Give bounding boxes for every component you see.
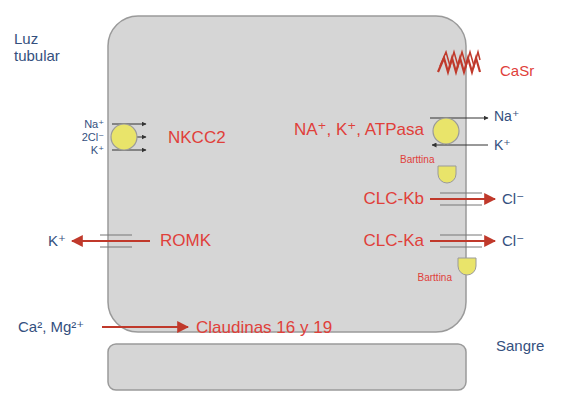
casr-receptor <box>440 52 480 66</box>
ion-label: K⁺ <box>48 232 66 249</box>
neighbour-cell <box>108 344 466 390</box>
barttina-subunit <box>458 258 476 275</box>
subunit-label: Barttina <box>400 154 434 166</box>
receptor-label: CaSr <box>500 62 534 79</box>
tubular-cell <box>108 16 466 332</box>
ion-label: Na⁺ <box>494 108 519 124</box>
ion-label: Ca², Mg²⁺ <box>18 318 84 335</box>
subunit-label: Barttina <box>418 272 452 284</box>
channel-label: CLC-Ka <box>364 231 424 251</box>
transporter-label: NKCC2 <box>168 128 226 148</box>
ion-label: Na⁺ <box>84 118 104 131</box>
region-label: Luz tubular <box>14 30 76 65</box>
na-k-atpase <box>433 118 459 144</box>
transporter-label: NA⁺, K⁺, ATPasa <box>294 120 424 140</box>
barttina-subunit <box>438 166 456 183</box>
ion-label: Cl⁻ <box>502 232 524 249</box>
channel-label: ROMK <box>160 231 211 251</box>
ion-label: K⁺ <box>494 137 511 153</box>
channel-label: CLC-Kb <box>364 189 424 209</box>
pathway-label: Claudinas 16 y 19 <box>196 318 332 338</box>
region-label: Sangre <box>496 337 544 354</box>
nkcc2-transporter <box>111 124 137 150</box>
ion-label: K⁺ <box>91 144 104 157</box>
ion-label: 2Cl⁻ <box>82 131 104 144</box>
ion-label: Cl⁻ <box>502 190 524 207</box>
